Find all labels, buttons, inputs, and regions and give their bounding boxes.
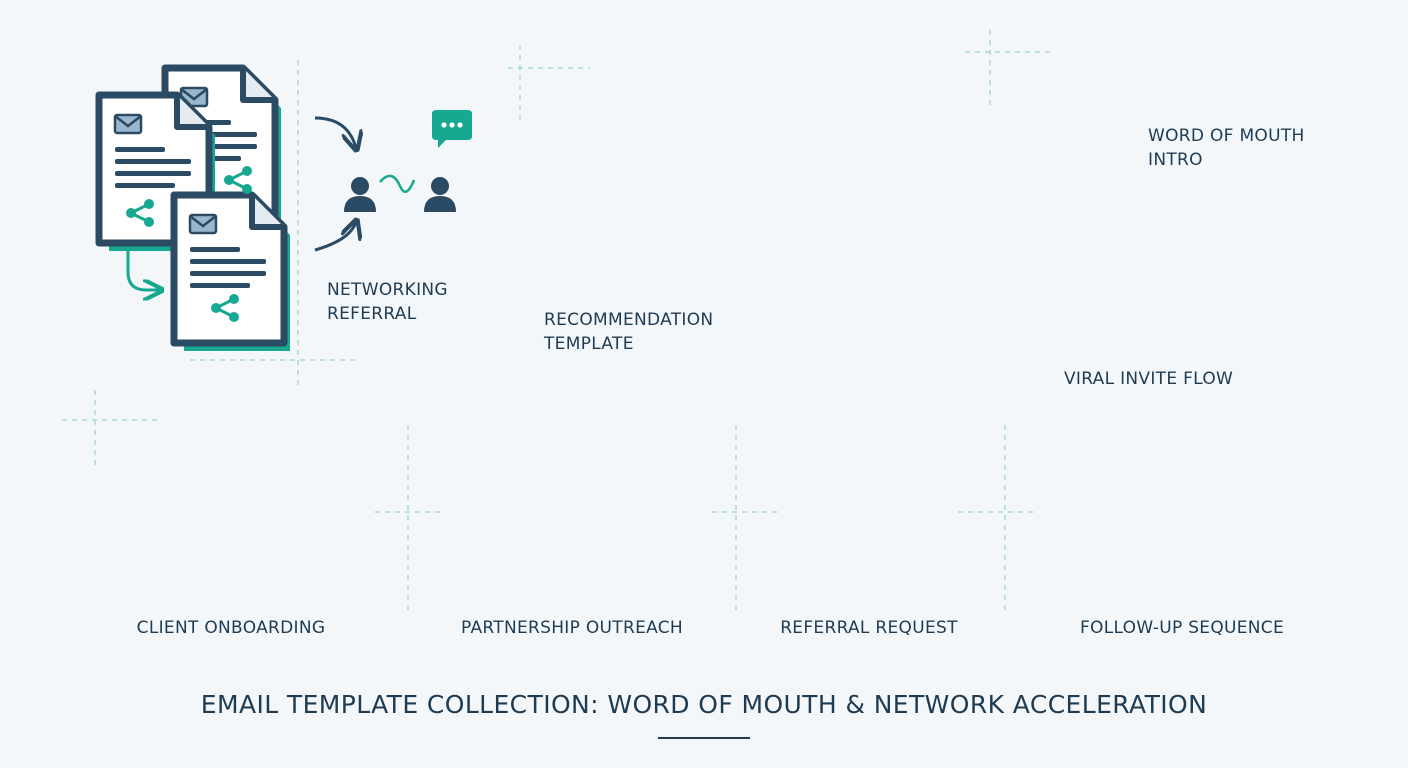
label-word-of-mouth-line1: WORD OF MOUTH — [1148, 126, 1305, 146]
label-viral-invite-flow: VIRAL INVITE FLOW — [1064, 369, 1234, 389]
chat-bubble-icon — [432, 110, 472, 148]
guide-lines — [62, 30, 1050, 610]
label-partnership-outreach: PARTNERSHIP OUTREACH — [460, 618, 684, 638]
label-referral-request: REFERRAL REQUEST — [780, 618, 958, 638]
page-title: EMAIL TEMPLATE COLLECTION: WORD OF MOUTH… — [200, 690, 1208, 719]
document-icon-front — [174, 195, 290, 351]
two-people-icon — [344, 177, 456, 212]
networking-referral-illustration — [99, 68, 472, 351]
label-recommendation-template-line2: TEMPLATE — [544, 334, 634, 354]
flow-arrow — [314, 116, 356, 148]
label-word-of-mouth-line2: INTRO — [1148, 150, 1203, 170]
title-underline — [658, 737, 750, 739]
label-recommendation-template-line1: RECOMMENDATION — [544, 310, 714, 330]
label-networking-referral-line2: REFERRAL — [327, 304, 417, 324]
label-networking-referral-line1: NETWORKING — [327, 280, 448, 300]
label-follow-up-sequence: FOLLOW-UP SEQUENCE — [1079, 618, 1285, 638]
connection-wave — [379, 174, 416, 193]
flow-arrow — [314, 222, 356, 252]
label-client-onboarding: CLIENT ONBOARDING — [136, 618, 326, 638]
flow-arrow — [126, 250, 160, 290]
